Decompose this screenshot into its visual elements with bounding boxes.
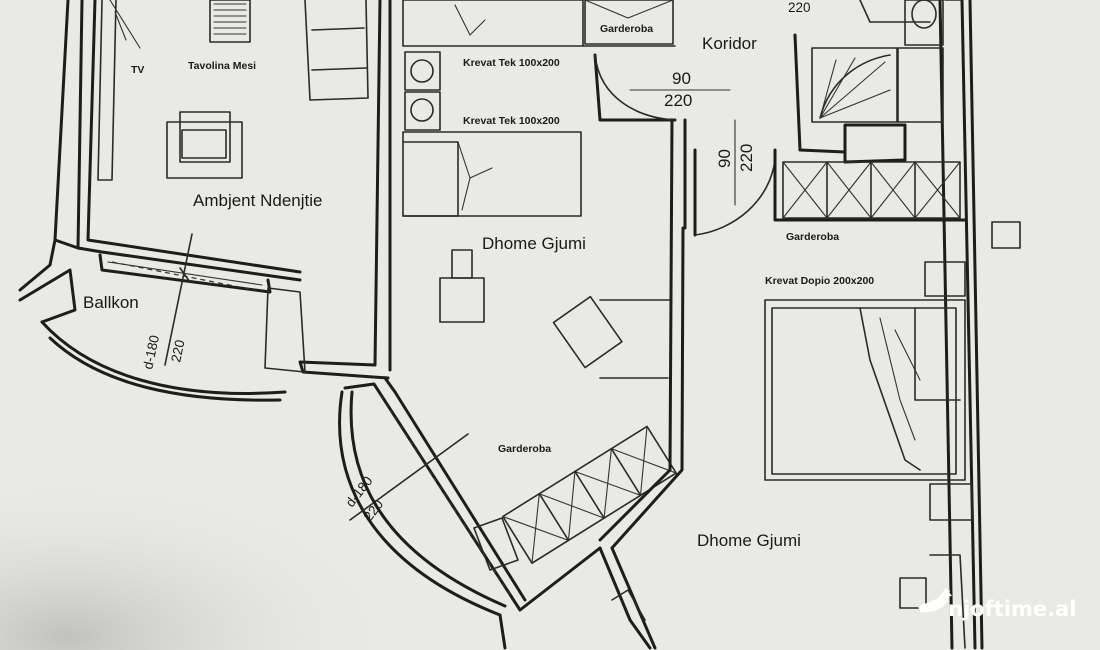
- wardrobe-right: [782, 161, 1021, 249]
- corridor: [593, 33, 967, 237]
- garderoba-label-top: Garderoba: [600, 23, 653, 35]
- balcony: [40, 287, 306, 402]
- bedroom-two: [764, 261, 973, 649]
- door-width-vertical: 90: [715, 149, 734, 168]
- garderoba-label-right: Garderoba: [786, 231, 839, 243]
- dhome-gjumi-label-1: Dhome Gjumi: [482, 234, 586, 253]
- krevat-tek-label-top: Krevat Tek 100x200: [463, 57, 560, 69]
- koridor-label: Koridor: [702, 34, 757, 53]
- ambjent-ndenjtie-label: Ambjent Ndenjtie: [193, 191, 322, 210]
- exterior-walls: [18, 0, 984, 650]
- krevat-dopio-label: Krevat Dopio 200x200: [765, 275, 874, 287]
- door-height-koridor: 220: [664, 91, 692, 110]
- door-height-vertical: 220: [737, 144, 756, 172]
- lower-curved-wall: [338, 376, 657, 650]
- krevat-tek-label-bottom: Krevat Tek 100x200: [463, 115, 560, 127]
- bedroom-one: [402, 0, 687, 564]
- bird-icon: [918, 588, 952, 613]
- garderoba-label-mid: Garderoba: [498, 443, 551, 455]
- door-width-koridor: 90: [672, 69, 691, 88]
- ballkon-label: Ballkon: [83, 293, 139, 312]
- watermark: njoftime.al: [918, 588, 1076, 621]
- dhome-gjumi-label-2: Dhome Gjumi: [697, 531, 801, 550]
- living-room: [97, 0, 369, 366]
- balcony-door-width: d-180: [140, 334, 162, 371]
- bathroom: [811, 0, 944, 123]
- balcony-door-height: 220: [168, 338, 187, 363]
- tavoline-mesi-label: Tavolina Mesi: [188, 60, 256, 72]
- top-dimension-label: 220: [788, 0, 811, 15]
- watermark-text: njoftime.al: [948, 597, 1076, 621]
- tv-label: TV: [131, 64, 144, 76]
